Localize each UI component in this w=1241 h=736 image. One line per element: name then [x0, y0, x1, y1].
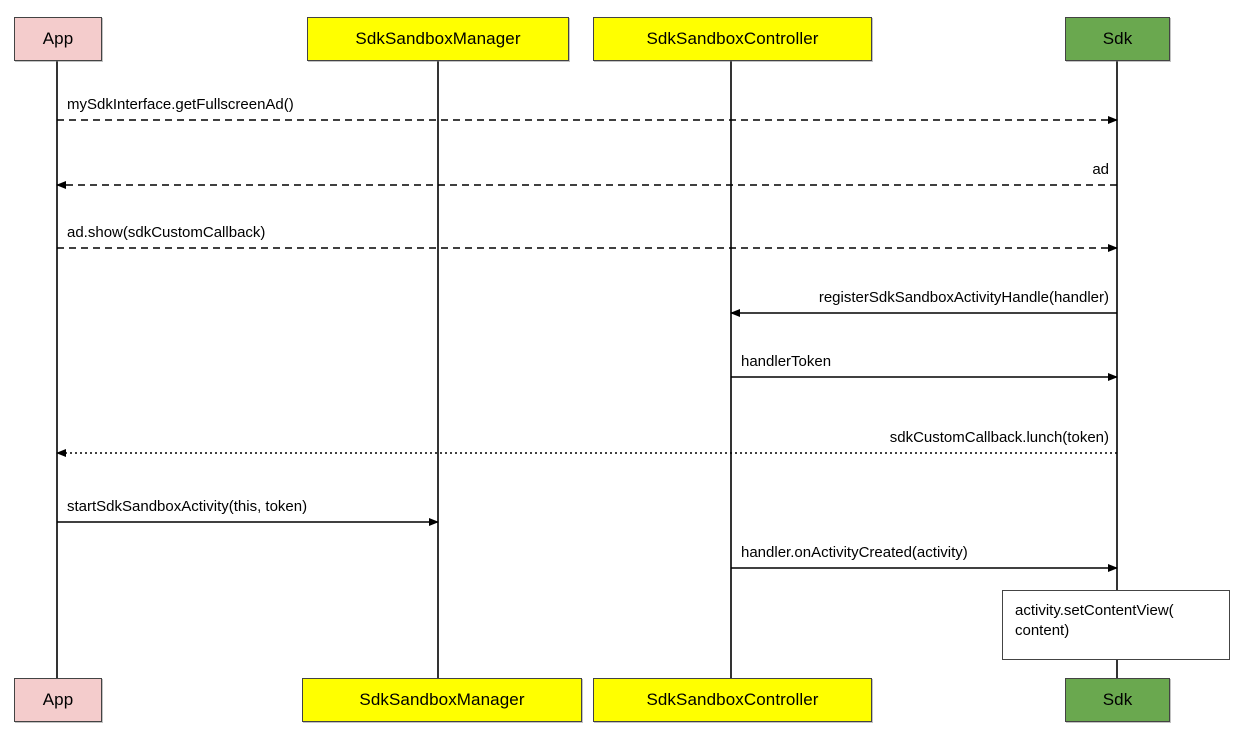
message-label-m8: handler.onActivityCreated(activity)	[741, 544, 968, 561]
participant-sdk-header: Sdk	[1065, 17, 1170, 61]
participant-manager-footer: SdkSandboxManager	[302, 678, 582, 722]
message-label-m2: ad	[1092, 161, 1109, 178]
participant-app-footer: App	[14, 678, 102, 722]
message-label-m3: ad.show(sdkCustomCallback)	[67, 224, 266, 241]
message-label-m4: registerSdkSandboxActivityHandle(handler…	[818, 289, 1109, 306]
note-n1: activity.setContentView( content)	[1002, 590, 1230, 660]
participant-app-header: App	[14, 17, 102, 61]
lifelines-group	[56, 61, 1118, 678]
message-arrows-group	[56, 116, 1118, 572]
participant-sdk-footer: Sdk	[1065, 678, 1170, 722]
message-label-m1: mySdkInterface.getFullscreenAd()	[67, 96, 294, 113]
participant-manager-header: SdkSandboxManager	[307, 17, 569, 61]
participant-controller-footer: SdkSandboxController	[593, 678, 872, 722]
message-label-m6: sdkCustomCallback.lunch(token)	[889, 429, 1109, 446]
message-label-m5: handlerToken	[741, 353, 832, 370]
participant-controller-header: SdkSandboxController	[593, 17, 872, 61]
message-label-m7: startSdkSandboxActivity(this, token)	[67, 498, 308, 515]
